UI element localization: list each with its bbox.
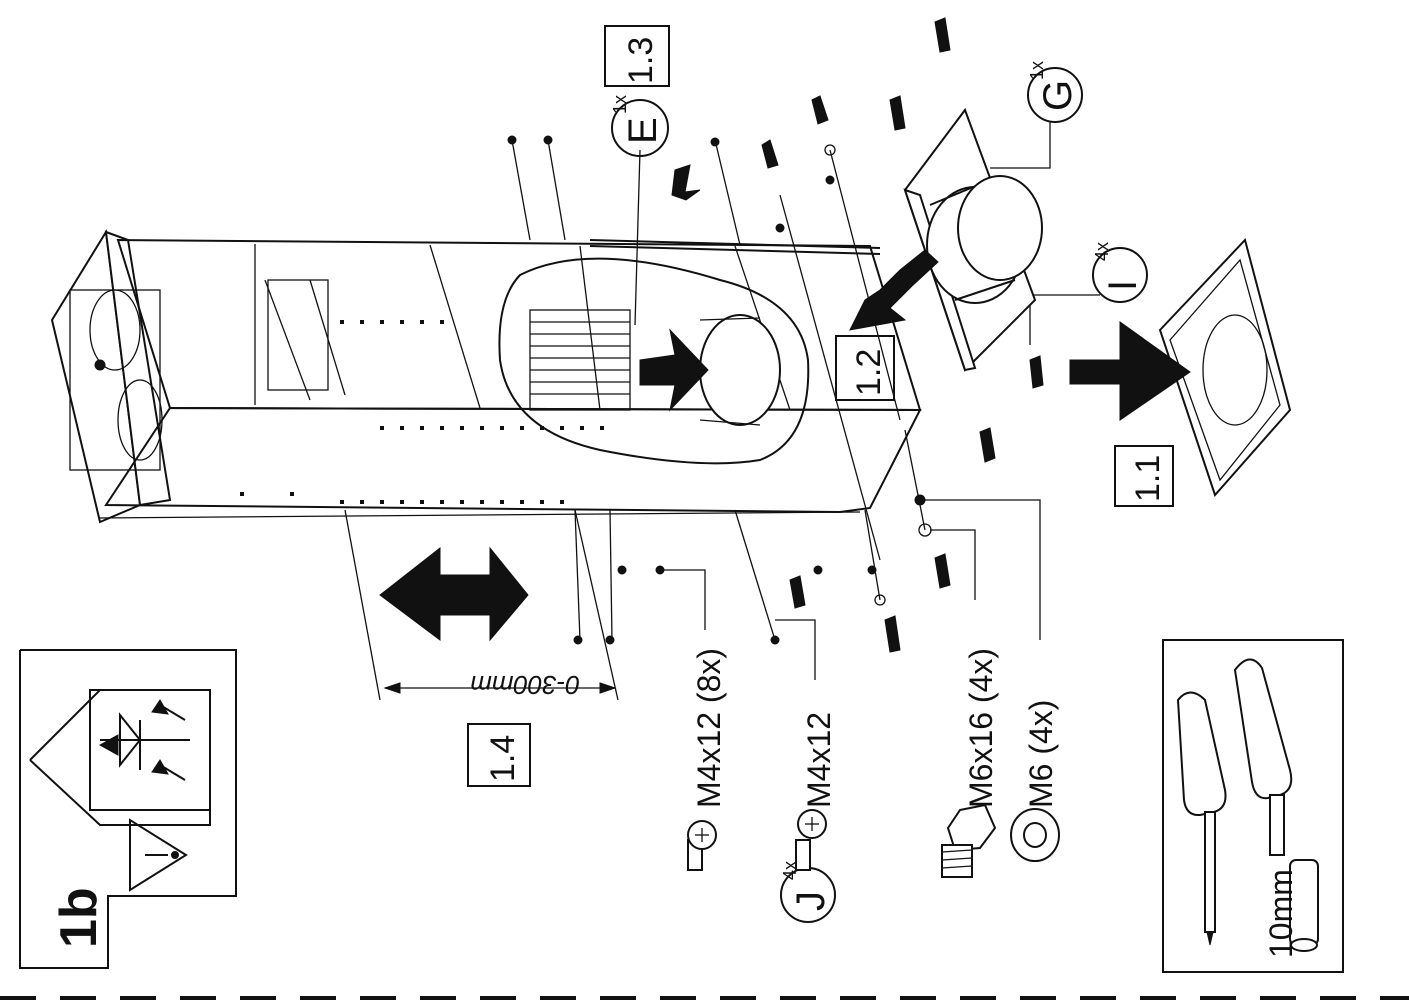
fastener-m4x12-8x: M4x12 (8x) (660, 569, 727, 871)
fastener-m4x12: M4x12 (775, 619, 837, 871)
screwdriver-icon (1176, 691, 1227, 946)
hole-row-bottom (240, 492, 564, 504)
socket-size-label: 10mm (1263, 869, 1299, 958)
callout-1-3: 1.3 (604, 25, 670, 87)
lock-washer-icon (1010, 808, 1060, 862)
svg-text:1.1: 1.1 (1129, 455, 1167, 502)
svg-text:1x: 1x (610, 95, 630, 114)
callout-1-4: 1.4 (467, 723, 531, 787)
mounting-flange-part-g (903, 107, 1043, 372)
svg-text:G: G (1036, 80, 1080, 111)
svg-text:I: I (1101, 280, 1145, 291)
svg-text:M6 (4x): M6 (4x) (1023, 700, 1059, 808)
hole-row-top (340, 320, 604, 430)
callout-1-2: 1.2 (835, 335, 895, 401)
part-e-label: E 1x (610, 95, 669, 157)
part-j-label: J 4x (780, 861, 836, 923)
callout-1-1: 1.1 (1114, 445, 1174, 507)
fastener-m6x16-4x: M6x16 (4x) (930, 529, 999, 878)
housing-unit (50, 229, 922, 524)
fastener-m6-4x: M6 (4x) (920, 499, 1060, 862)
nut-driver-icon (1233, 658, 1319, 952)
screw-arrows (671, 17, 1044, 653)
insert-arrow-icon (639, 328, 709, 412)
svg-text:1.2: 1.2 (850, 349, 888, 396)
hex-bolt-icon (941, 803, 997, 878)
svg-text:4x: 4x (1092, 242, 1112, 261)
push-arrow-icon (1069, 321, 1191, 421)
dimension-label: 0-300mm (470, 670, 580, 700)
direction-arrow-icon (849, 249, 939, 331)
svg-text:1.3: 1.3 (622, 37, 660, 84)
step-label: 1b (50, 887, 108, 948)
svg-text:J: J (789, 891, 833, 911)
tools-panel: 10mm (1162, 639, 1344, 973)
part-i-label: I 4x (1029, 242, 1148, 345)
phillips-screw-icon (795, 809, 827, 871)
house-fan-airflow-icon (29, 689, 211, 826)
flex-duct-part-e (498, 149, 810, 465)
phillips-screw-icon (687, 820, 717, 871)
svg-text:M6x16 (4x): M6x16 (4x) (963, 648, 999, 808)
svg-text:M4x12: M4x12 (801, 712, 837, 808)
dimension-range: 0-300mm (344, 509, 619, 701)
svg-text:1.4: 1.4 (484, 735, 522, 782)
adjust-double-arrow-icon (379, 546, 529, 642)
svg-text:1x: 1x (1027, 61, 1047, 80)
part-g-label: G 1x (990, 61, 1083, 169)
step-panel: 1b (19, 649, 237, 969)
frame-part-i (1158, 238, 1292, 497)
svg-text:M4x12 (8x): M4x12 (8x) (691, 648, 727, 808)
svg-text:E: E (621, 117, 665, 144)
warning-triangle-icon (129, 818, 188, 892)
